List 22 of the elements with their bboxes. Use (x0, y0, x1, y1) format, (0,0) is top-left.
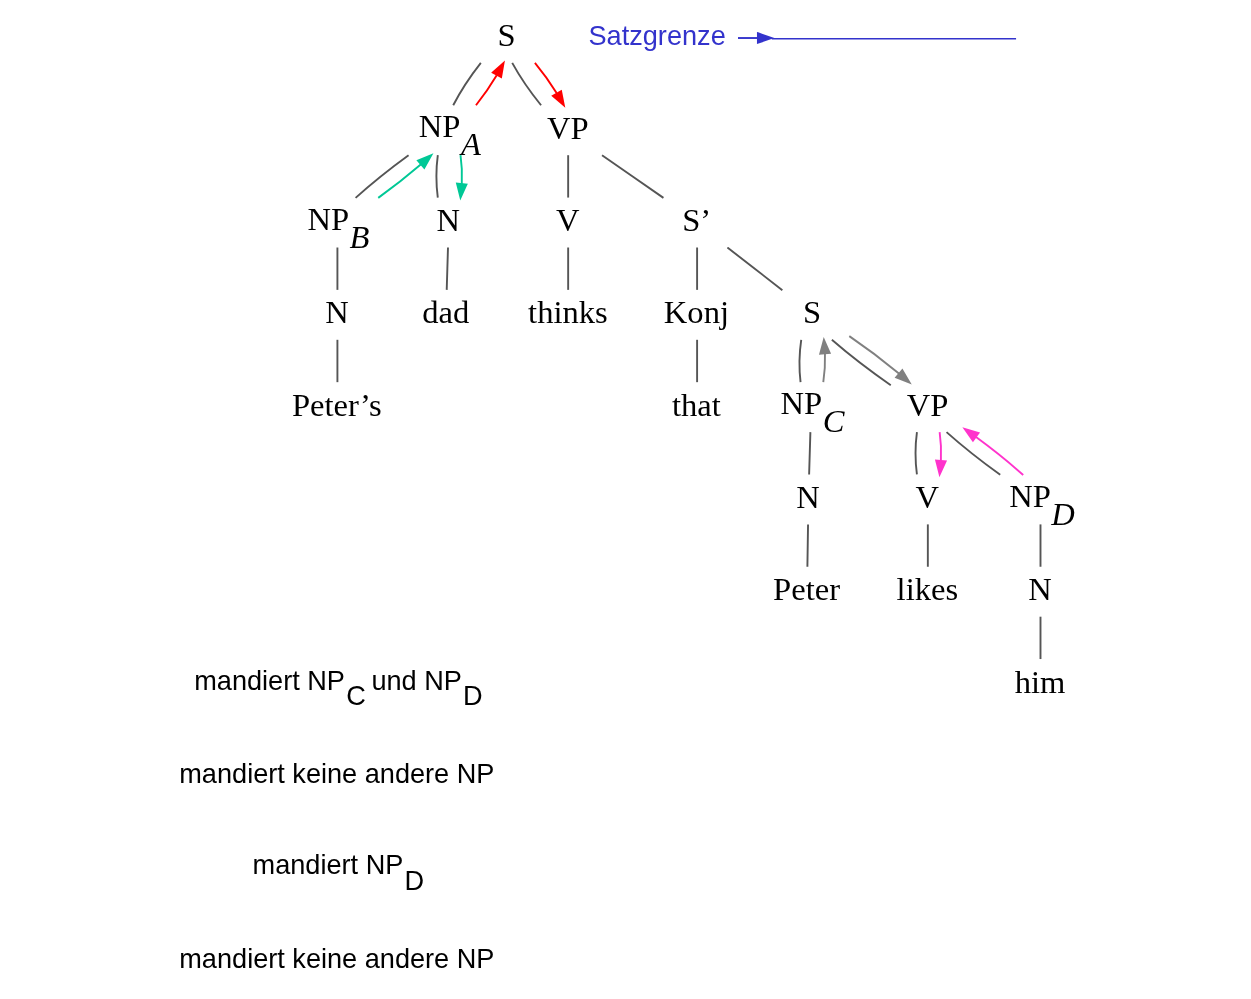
node-text: VP (547, 109, 589, 146)
node-text: Konj (663, 294, 729, 331)
node-text: thinks (528, 294, 608, 331)
node-text: N (325, 294, 349, 331)
node-text: S (497, 17, 516, 54)
node-text: V (555, 202, 580, 239)
node-text: Satzgrenze (588, 19, 726, 51)
node-text: VP (906, 386, 949, 423)
node-text: Peter’s (291, 386, 382, 423)
node-text: that (671, 386, 721, 423)
label: mandiert keine andere NP (179, 758, 495, 790)
node-text: V (915, 478, 940, 515)
node-text: N (436, 202, 461, 239)
node-text: him (1014, 663, 1066, 700)
node-text: dad (422, 294, 470, 331)
node-text: S (802, 294, 822, 331)
node-text: N (1028, 571, 1052, 608)
node-text: Peter (773, 571, 841, 608)
label: mandiert keine andere NP (179, 942, 495, 974)
node-text: likes (896, 571, 959, 608)
node-text: N (796, 478, 820, 515)
node-text: S’ (682, 202, 712, 239)
